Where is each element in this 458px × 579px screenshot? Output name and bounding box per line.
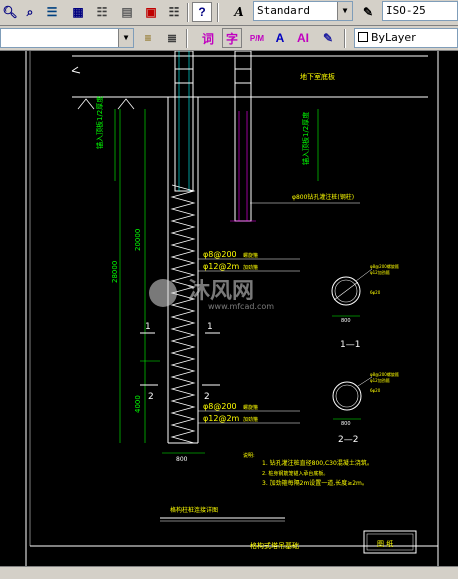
bar-2-sub: 加劲箍	[243, 416, 258, 423]
char-text-button[interactable]: 字	[222, 28, 242, 48]
section-1-1: 800 1—1 φ8@200螺旋箍 φ12加劲箍 6φ20	[331, 263, 399, 350]
dim-style-value: ISO-25	[386, 4, 426, 17]
width-dimension: 800	[162, 452, 205, 463]
sec2-note: φ8@200螺旋箍	[370, 371, 399, 377]
sheet-set-icon[interactable]: ▤	[121, 5, 133, 19]
spiral-2-label: φ8@200	[203, 402, 237, 411]
help-button[interactable]: ?	[192, 2, 212, 22]
vertical-dimensions: 20000 28000 4000	[111, 109, 160, 443]
note-1: 1. 钻孔灌注桩直径800,C30混凝土浇筑。	[262, 459, 373, 467]
properties-icon[interactable]: ☰	[46, 5, 58, 19]
layer-previous-icon[interactable]: ≡	[144, 31, 152, 45]
notes-title: 说明:	[243, 452, 255, 459]
pile-note: φ800钻孔灌注桩(钢柱)	[250, 193, 360, 204]
layer-select[interactable]: ▼	[0, 28, 134, 48]
watermark-url: www.mfcad.com	[208, 302, 274, 311]
standard-toolbar: 🔍︎ ⌕ ☰ ▦ ☷ ▤ ▣ ☷ ? A Standard ▼ ✎ ISO-25	[0, 0, 458, 26]
layer-state-icon[interactable]: ≣	[166, 31, 178, 45]
cad-drawing: 地下室底板 锚入顶板1/2厚度 锚入顶板1/2厚度 φ800钻孔灌注桩(钢柱)	[25, 51, 439, 566]
frame	[25, 51, 439, 566]
zoom-realtime-icon[interactable]: 🔍︎	[2, 5, 18, 19]
fraction-icon[interactable]: P/M	[249, 33, 265, 43]
spiral-1-sub: 螺旋箍	[243, 252, 258, 259]
word-text-button[interactable]: 词	[201, 31, 214, 46]
text-edit-icon[interactable]: ✎	[322, 31, 334, 45]
status-bar	[0, 566, 458, 579]
toolbar-separator	[187, 3, 189, 22]
section-2-2: 800 2—2 φ8@200螺旋箍 φ12加劲箍 6φ20	[332, 371, 399, 445]
pile-note-text: φ800钻孔灌注桩(钢柱)	[292, 193, 354, 201]
section-markers: 1 1 2 2	[140, 322, 220, 402]
section-2-right: 2	[204, 392, 210, 402]
zoom-window-icon[interactable]: ⌕	[26, 4, 34, 19]
dim-4000: 4000	[134, 395, 142, 413]
dim-20000: 20000	[134, 229, 142, 251]
sec2-dim: 800	[341, 421, 351, 427]
main-title: 格构式塔吊基础	[250, 541, 299, 550]
floor-label: 地下室底板	[300, 72, 335, 81]
tool-palettes-icon[interactable]: ☷	[96, 5, 108, 19]
markup-icon[interactable]: ▣	[145, 5, 157, 19]
sub-title: 格构柱桩连接详图	[170, 506, 218, 514]
chevron-down-icon[interactable]: ▼	[337, 2, 352, 20]
text-color-icon[interactable]: A	[275, 31, 285, 45]
text-style-select[interactable]: Standard ▼	[253, 1, 353, 21]
lattice-column	[174, 51, 256, 222]
stamp-label: 图 纸	[377, 539, 393, 548]
sec1-note2: φ12加劲箍	[370, 269, 390, 275]
watermark: 沐风网 www.mfcad.com	[149, 279, 274, 311]
design-center-icon[interactable]: ▦	[72, 5, 84, 19]
color-swatch	[358, 32, 368, 42]
anchor-left-label: 锚入顶板1/2厚度	[95, 96, 104, 149]
note-3: 3. 加劲箍每隔2m设置一道,长度≥2m。	[262, 479, 368, 487]
rebar-callout-2: φ8@200 螺旋箍 φ12@2m 加劲箍	[198, 402, 300, 424]
linetype-select[interactable]: ByLayer	[354, 28, 458, 48]
sec2-label: 2—2	[338, 435, 358, 445]
sec2-bars: 6φ20	[370, 388, 381, 393]
text-style-value: Standard	[257, 4, 310, 17]
toolbar-separator	[344, 29, 346, 48]
section-1-left: 1	[145, 322, 151, 332]
notes-block: 说明: 1. 钻孔灌注桩直径800,C30混凝土浇筑。 2. 桩身钢筋笼锚入承台…	[243, 452, 373, 487]
sec1-bars: 6φ20	[370, 290, 381, 295]
anchor-right-label: 锚入顶板1/2厚度	[301, 112, 310, 165]
note-2: 2. 桩身钢筋笼锚入承台底板。	[262, 470, 328, 477]
text-style-icon[interactable]: A	[234, 5, 244, 19]
calculator-icon[interactable]: ☷	[168, 5, 180, 19]
sec1-dim: 800	[341, 318, 351, 324]
bar-1-sub: 加劲箍	[243, 264, 258, 271]
watermark-text: 沐风网	[188, 279, 254, 304]
title-block: 格构柱桩连接详图 格构式塔吊基础 图 纸	[160, 506, 417, 554]
dim-style-select[interactable]: ISO-25	[382, 1, 458, 21]
section-2-left: 2	[148, 392, 154, 402]
dimension-style-icon[interactable]: ✎	[362, 5, 374, 19]
toolbar-separator	[217, 3, 219, 22]
drawing-canvas[interactable]: 地下室底板 锚入顶板1/2厚度 锚入顶板1/2厚度 φ800钻孔灌注桩(钢柱)	[0, 51, 458, 566]
pile-body	[167, 97, 199, 444]
linetype-value: ByLayer	[371, 31, 416, 44]
dim-28000: 28000	[111, 261, 119, 283]
width-dim-label: 800	[176, 456, 188, 463]
rebar-callout-1: φ8@200 螺旋箍 φ12@2m 加劲箍	[198, 250, 300, 272]
section-1-right: 1	[207, 322, 213, 332]
ai-button[interactable]: AI	[297, 31, 309, 45]
sec1-label: 1—1	[340, 340, 360, 350]
spiral-1-label: φ8@200	[203, 250, 237, 259]
chevron-down-icon[interactable]: ▼	[118, 29, 133, 47]
layers-toolbar: ▼ ≡ ≣ 词 字 P/M A AI ✎ ByLayer	[0, 26, 458, 51]
bar-1-label: φ12@2m	[203, 262, 240, 271]
basement-slab: 地下室底板	[71, 55, 428, 110]
toolbar-separator	[186, 29, 188, 48]
sec1-note: φ8@200螺旋箍	[370, 263, 399, 269]
bar-2-label: φ12@2m	[203, 414, 240, 423]
spiral-2-sub: 螺旋箍	[243, 404, 258, 411]
sec2-note2: φ12加劲箍	[370, 377, 390, 383]
